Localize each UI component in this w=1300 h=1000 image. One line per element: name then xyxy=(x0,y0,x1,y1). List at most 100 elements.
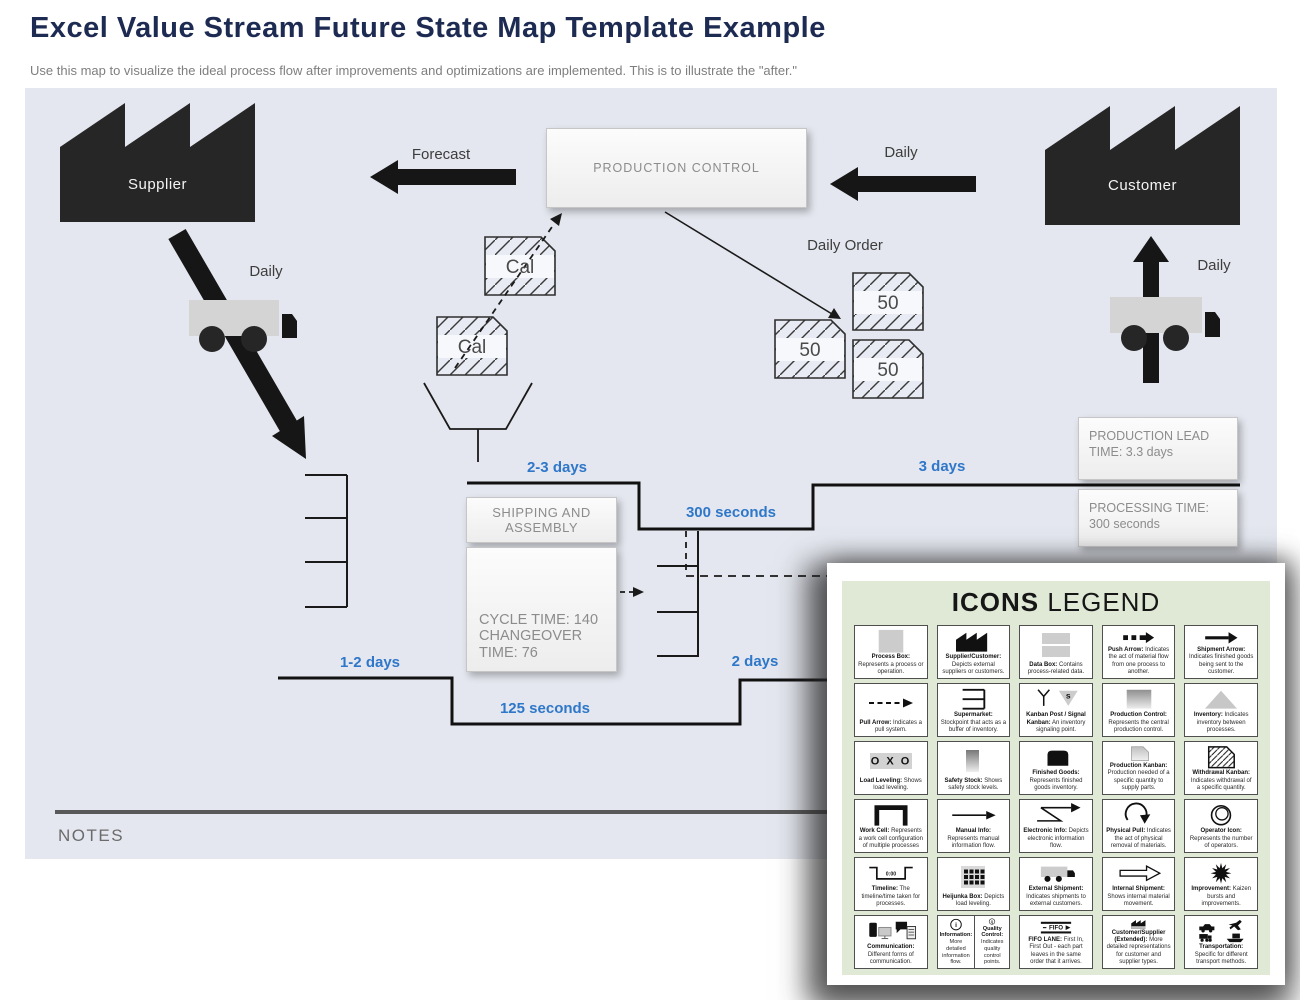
transportation-icon xyxy=(1188,918,1254,944)
quality-control-icon: Q xyxy=(977,918,1007,926)
legend-item-work-cell: Work Cell: Represents a work cell config… xyxy=(854,799,928,853)
legend-item-data-box: Data Box: Contains process-related data. xyxy=(1019,625,1093,679)
kanban-post-icon xyxy=(423,382,533,462)
production-control-icon xyxy=(1106,686,1172,712)
manual-info-dashed-arrow xyxy=(454,213,562,369)
pull-arrow-icon xyxy=(858,686,924,720)
svg-text:FIFO: FIFO xyxy=(1049,925,1063,932)
shipping-data-box: CYCLE TIME: 140 CHANGEOVER TIME: 76 xyxy=(466,547,617,672)
svg-text:0:00: 0:00 xyxy=(886,872,896,878)
forecast-arrow-icon xyxy=(370,160,516,194)
legend-item-load-leveling: O X O Load Leveling: Shows load leveling… xyxy=(854,741,928,795)
icons-legend-grid: Process Box: Represents a process or ope… xyxy=(854,625,1258,969)
legend-item-info-quality: i Information: More detailed information… xyxy=(936,915,1011,969)
cal-card-2-text: Cal xyxy=(457,337,487,358)
legend-item-fifo-lane: FIFO FIFO LANE: First In, First Out - ea… xyxy=(1019,915,1093,969)
production-kanban-icon xyxy=(1106,744,1172,763)
factory-icon xyxy=(941,628,1007,654)
legend-item-operator: Operator Icon: Represents the number of … xyxy=(1184,799,1258,853)
daily-order-label: Daily Order xyxy=(807,237,883,254)
legend-item-transportation: Transportation: Specific for different t… xyxy=(1184,915,1258,969)
notes-label: NOTES xyxy=(58,826,125,845)
timeline-icon: 0:00 xyxy=(858,860,924,886)
svg-text:Q: Q xyxy=(991,920,994,924)
legend-item-production-control: Production Control: Represents the centr… xyxy=(1101,683,1176,737)
legend-subitem-information: i Information: More detailed information… xyxy=(938,916,976,968)
customer-label: Customer xyxy=(1107,177,1178,194)
manual-info-icon xyxy=(941,802,1007,828)
daily-top-label: Daily xyxy=(884,144,918,161)
legend-item-process-box: Process Box: Represents a process or ope… xyxy=(854,625,928,679)
daily-customer-label: Daily xyxy=(1197,257,1231,274)
daily-arrow-icon xyxy=(830,167,976,201)
kanban-card-cal-2 xyxy=(436,316,508,376)
heijunka-box-icon xyxy=(941,860,1007,894)
timeline-label-300-seconds: 300 seconds xyxy=(685,504,777,521)
production-lead-time-box: PRODUCTION LEAD TIME: 3.3 days xyxy=(1078,417,1238,480)
shipping-assembly-box: SHIPPING AND ASSEMBLY xyxy=(466,497,617,543)
svg-text:O X O: O X O xyxy=(871,755,912,767)
legend-item-timeline: 0:00 Timeline: The timeline/time taken f… xyxy=(854,857,928,911)
internal-shipment-icon xyxy=(1106,860,1172,886)
shipping-data-text: CYCLE TIME: 140 CHANGEOVER TIME: 76 xyxy=(479,611,599,661)
icons-legend-panel: ICONS LEGEND Process Box: Represents a p… xyxy=(827,563,1285,985)
kanban-card-cal-1 xyxy=(484,236,556,296)
legend-item-push-arrow: Push Arrow: Indicates the act of materia… xyxy=(1101,625,1176,679)
improvement-kaizen-icon xyxy=(1188,860,1254,886)
svg-text:i: i xyxy=(955,922,957,929)
shipping-assembly-label: SHIPPING AND ASSEMBLY xyxy=(492,505,591,535)
safety-stock-icon xyxy=(941,744,1007,778)
work-cell-icon xyxy=(858,802,924,828)
timeline-label-3-days: 3 days xyxy=(918,458,966,475)
timeline-label-1-2-days: 1-2 days xyxy=(339,654,401,671)
supplier-factory-icon xyxy=(60,103,255,222)
shipment-arrow-icon xyxy=(1188,628,1254,647)
legend-item-pull-arrow: Pull Arrow: Indicates a pull system. xyxy=(854,683,928,737)
external-shipment-icon xyxy=(1023,860,1089,886)
kanban-50-b-text: 50 xyxy=(799,340,821,361)
supplier-truck-icon xyxy=(189,300,297,352)
production-control-box: PRODUCTION CONTROL xyxy=(546,128,807,208)
production-lead-time-text: PRODUCTION LEAD TIME: 3.3 days xyxy=(1089,429,1210,459)
processing-time-box: PROCESSING TIME: 300 seconds xyxy=(1078,489,1238,547)
page-subtitle: Use this map to visualize the ideal proc… xyxy=(30,63,797,78)
kanban-card-50-b xyxy=(774,319,846,379)
legend-item-customer-supplier-extended: Customer/Supplier (Extended): More detai… xyxy=(1101,915,1176,969)
kanban-card-50-c xyxy=(852,339,924,399)
timeline-label-125-seconds: 125 seconds xyxy=(499,700,591,717)
communication-icon xyxy=(858,918,924,944)
icons-legend-title: ICONS LEGEND xyxy=(951,587,1161,617)
production-control-label: PRODUCTION CONTROL xyxy=(593,161,760,175)
kanban-50-a-text: 50 xyxy=(877,293,899,314)
legend-subitem-quality-control: Q Quality Control: Indicates quality con… xyxy=(975,916,1009,968)
withdrawal-kanban-icon xyxy=(1188,744,1254,770)
operator-icon xyxy=(1188,802,1254,828)
kanban-50-c-text: 50 xyxy=(877,360,899,381)
finished-goods-icon xyxy=(1023,744,1089,770)
kanban-card-50-a xyxy=(852,272,924,331)
supermarket-icon xyxy=(941,686,1007,712)
legend-item-internal-shipment: Internal Shipment: Shows internal materi… xyxy=(1101,857,1176,911)
cal-card-1-text: Cal xyxy=(505,257,535,278)
customer-supplier-extended-icon xyxy=(1106,918,1172,930)
daily-order-arrow xyxy=(664,211,841,319)
supermarket-mid-icon xyxy=(657,531,699,657)
customer-factory-icon xyxy=(1045,106,1240,225)
page-title: Excel Value Stream Future State Map Temp… xyxy=(30,12,826,44)
legend-item-physical-pull: Physical Pull: Indicates the act of phys… xyxy=(1101,799,1176,853)
data-box-icon xyxy=(1023,628,1089,662)
daily-supplier-label: Daily xyxy=(249,263,283,280)
legend-item-inventory: Inventory: Indicates inventory between p… xyxy=(1184,683,1258,737)
legend-item-heijunka: Heijunka Box: Depicts load leveling. xyxy=(936,857,1011,911)
fifo-lane-icon: FIFO xyxy=(1023,918,1089,937)
process-box-icon xyxy=(858,628,924,654)
legend-item-communication: Communication: Different forms of commun… xyxy=(854,915,928,969)
electronic-info-icon xyxy=(1023,802,1089,828)
legend-item-supermarket: Supermarket: Stockpoint that acts as a b… xyxy=(936,683,1011,737)
legend-item-improvement: Improvement: Kaizen bursts and improveme… xyxy=(1184,857,1258,911)
legend-item-external-shipment: External Shipment: Indicates shipments t… xyxy=(1019,857,1093,911)
load-leveling-icon: O X O xyxy=(858,744,924,778)
supplier-label: Supplier xyxy=(127,176,188,193)
notes-divider xyxy=(55,810,1277,814)
